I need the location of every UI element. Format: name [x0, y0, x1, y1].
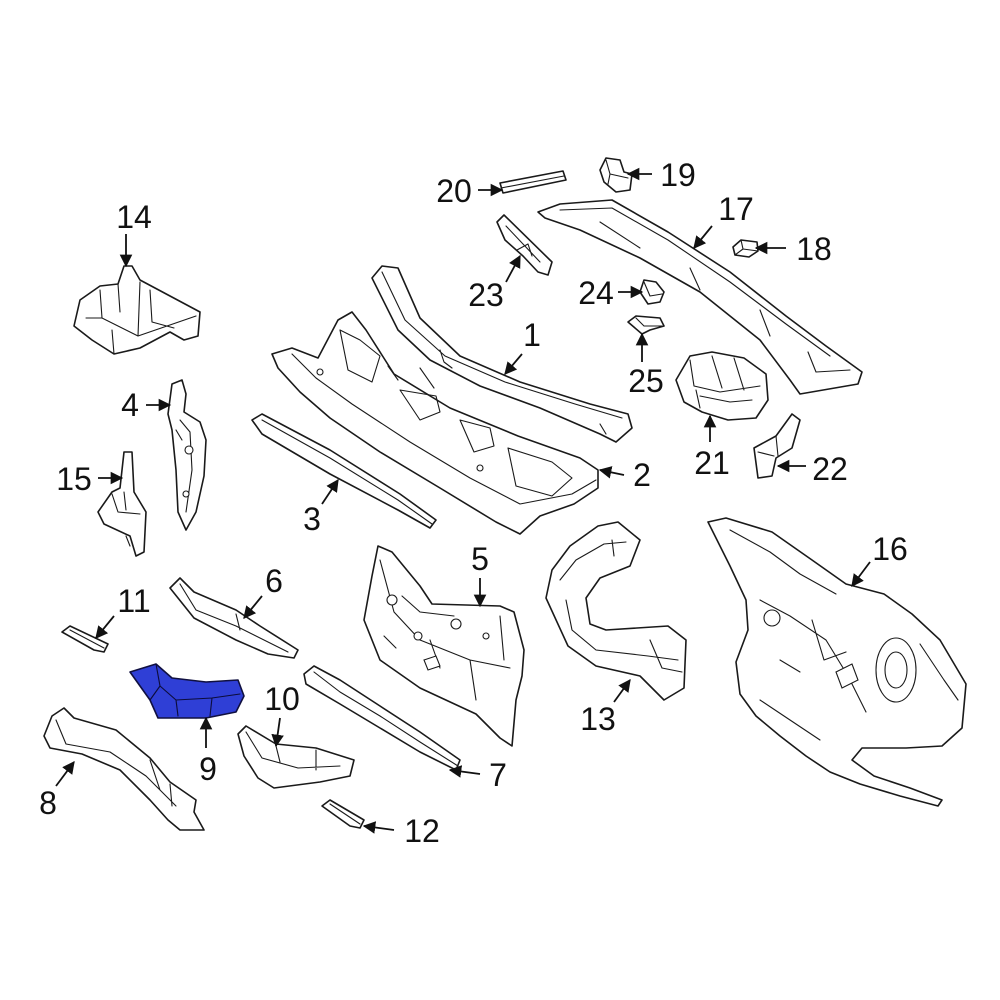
- leader-line-6: [243, 595, 263, 619]
- callout-14[interactable]: 14: [116, 199, 152, 235]
- callout-25[interactable]: 25: [628, 363, 664, 399]
- part-19-drawing[interactable]: [599, 157, 633, 193]
- part-4-drawing[interactable]: [167, 379, 207, 531]
- callout-20[interactable]: 20: [436, 173, 472, 209]
- part-23-drawing[interactable]: [496, 214, 553, 276]
- callout-19[interactable]: 19: [660, 157, 696, 193]
- part-24-drawing[interactable]: [639, 279, 665, 305]
- callout-17[interactable]: 17: [718, 191, 754, 227]
- part-25-drawing[interactable]: [627, 315, 665, 335]
- callout-4[interactable]: 4: [121, 387, 139, 423]
- part-9-drawing-highlighted[interactable]: [129, 663, 245, 719]
- callout-labels: 1 2 3 4 5 6 7 8 9 10 11 12 13 14 15 16 1…: [39, 157, 908, 849]
- leader-line-16: [851, 561, 871, 588]
- part-18-drawing[interactable]: [732, 239, 759, 258]
- leader-line-17: [693, 225, 713, 249]
- part-2-drawing[interactable]: [271, 311, 599, 535]
- callout-16[interactable]: 16: [872, 531, 908, 567]
- part-20-drawing[interactable]: [499, 170, 567, 194]
- leader-line-3: [321, 478, 339, 505]
- part-17-drawing[interactable]: [537, 199, 863, 395]
- callout-6[interactable]: 6: [265, 563, 283, 599]
- part-10-drawing[interactable]: [237, 725, 355, 789]
- callout-11[interactable]: 11: [117, 583, 150, 619]
- leader-line-12: [362, 821, 395, 834]
- leader-line-10: [271, 717, 284, 748]
- callout-18[interactable]: 18: [796, 231, 832, 267]
- leader-line-8: [55, 760, 75, 787]
- part-5-drawing[interactable]: [363, 545, 525, 747]
- callout-10[interactable]: 10: [264, 681, 300, 717]
- part-15-drawing[interactable]: [97, 451, 147, 557]
- callout-8[interactable]: 8: [39, 785, 57, 821]
- part-16-drawing[interactable]: [707, 517, 967, 807]
- part-11-drawing[interactable]: [61, 625, 109, 653]
- callout-24[interactable]: 24: [578, 275, 614, 311]
- leader-line-23: [505, 254, 521, 283]
- part-6-drawing[interactable]: [169, 577, 299, 659]
- leader-line-7: [448, 765, 481, 778]
- part-12-drawing[interactable]: [321, 799, 365, 829]
- callout-21[interactable]: 21: [694, 445, 730, 481]
- callout-7[interactable]: 7: [489, 757, 507, 793]
- callout-12[interactable]: 12: [404, 813, 440, 849]
- part-1-drawing[interactable]: [371, 265, 633, 443]
- callout-2[interactable]: 2: [633, 457, 651, 493]
- leader-line-1: [504, 353, 523, 375]
- leader-line-13: [613, 678, 631, 703]
- part-8-drawing[interactable]: [43, 707, 205, 831]
- part-22-drawing[interactable]: [753, 413, 801, 479]
- part-7-drawing[interactable]: [303, 665, 461, 771]
- leader-lines: [55, 167, 871, 834]
- part-14-drawing[interactable]: [73, 265, 201, 355]
- part-13-drawing[interactable]: [545, 521, 687, 701]
- callout-1[interactable]: 1: [523, 317, 541, 353]
- callout-15[interactable]: 15: [56, 461, 92, 497]
- callout-13[interactable]: 13: [580, 701, 616, 737]
- callout-23[interactable]: 23: [468, 277, 504, 313]
- callout-9[interactable]: 9: [199, 751, 217, 787]
- part-3-drawing[interactable]: [251, 413, 437, 529]
- leader-line-11: [95, 615, 115, 639]
- callout-5[interactable]: 5: [471, 541, 489, 577]
- leader-line-2: [598, 466, 625, 479]
- part-21-drawing[interactable]: [675, 351, 769, 421]
- callout-22[interactable]: 22: [812, 451, 848, 487]
- callout-3[interactable]: 3: [303, 501, 321, 537]
